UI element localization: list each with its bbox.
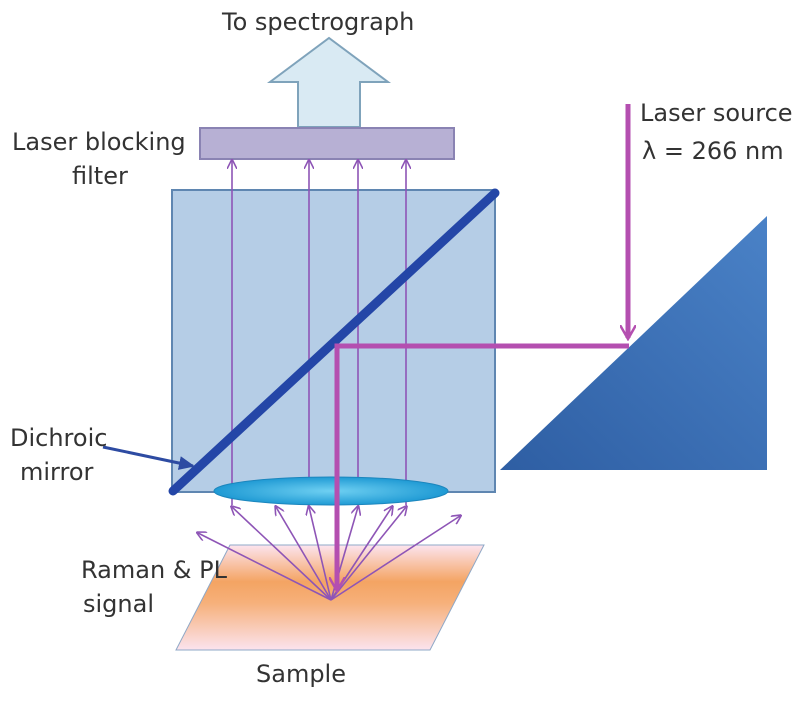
label-raman-pl-1: Raman & PL [81, 556, 228, 584]
label-laser-blocking-filter-2: filter [72, 162, 128, 190]
label-raman-pl-2: signal [83, 590, 154, 618]
prism [500, 216, 767, 470]
laser-blocking-filter [199, 127, 455, 160]
label-dichroic-1: Dichroic [10, 424, 107, 452]
focusing-lens [213, 476, 449, 506]
label-sample: Sample [256, 660, 346, 688]
up-arrow-icon [266, 36, 392, 128]
label-laser-source-2: λ = 266 nm [642, 137, 784, 165]
pointer-arrow-icon [102, 445, 195, 470]
label-laser-blocking-filter-1: Laser blocking [12, 128, 186, 156]
laser-beam [337, 104, 629, 590]
label-dichroic-2: mirror [20, 458, 94, 486]
dichroic-mirror [168, 188, 500, 496]
label-laser-source-1: Laser source [640, 99, 793, 127]
label-to-spectrograph: To spectrograph [221, 8, 414, 36]
collected-signal-rays [232, 161, 406, 505]
